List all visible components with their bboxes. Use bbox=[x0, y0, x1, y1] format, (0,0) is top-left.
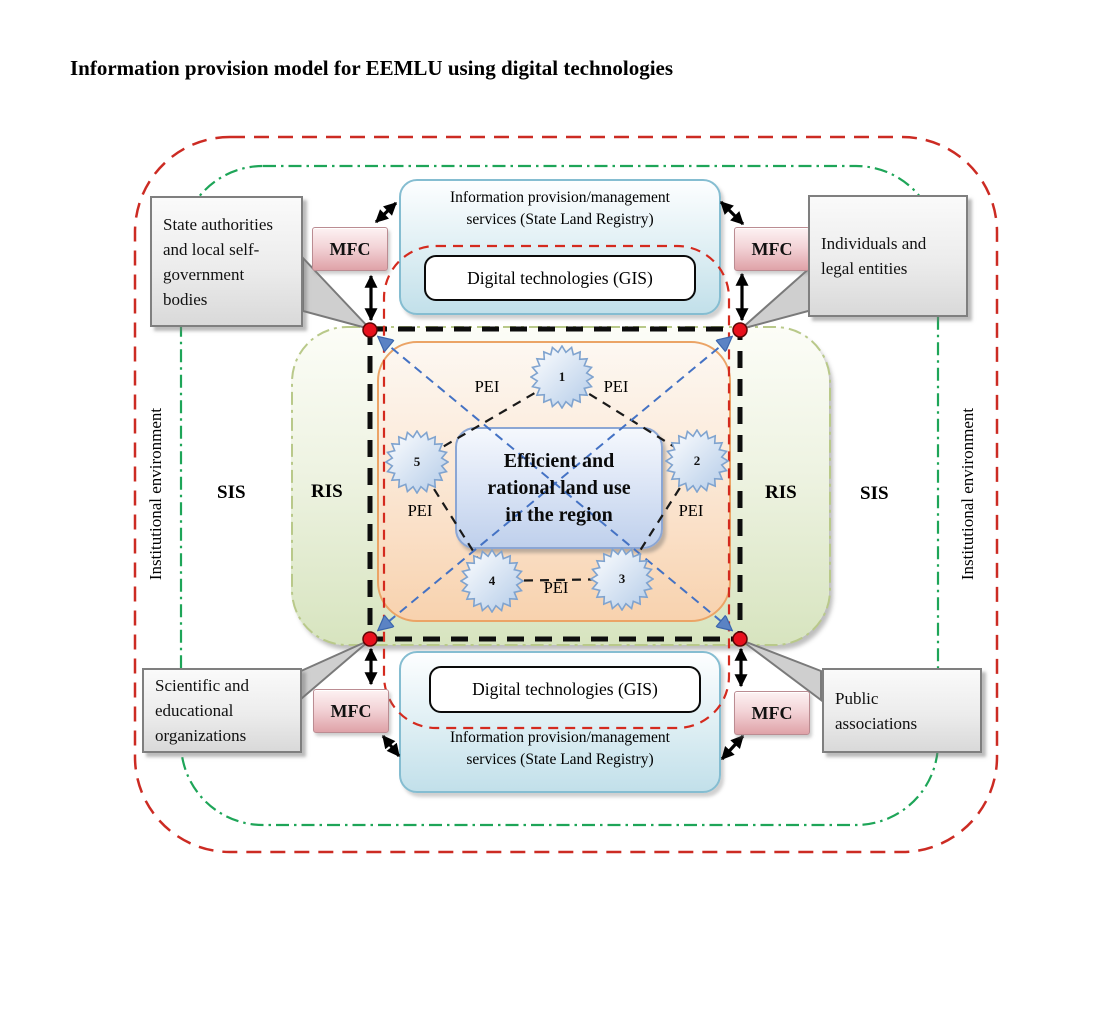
mfc-node-bottom-left: MFC bbox=[313, 689, 389, 733]
mfc-node-bottom-right: MFC bbox=[734, 691, 810, 735]
goal-text: Efficient and rational land use in the r… bbox=[487, 449, 631, 526]
pei-label-top-left: PEI bbox=[474, 377, 500, 396]
callout-scientific-orgs: Scientific and educational organizations bbox=[142, 668, 302, 753]
sis-label-right: SIS bbox=[860, 483, 889, 504]
star-4: 4 bbox=[460, 549, 524, 613]
callout-public-associations: Public associations bbox=[822, 668, 982, 753]
ris-label-left: RIS bbox=[311, 481, 343, 502]
pei-label-bottom: PEI bbox=[543, 578, 569, 597]
top-service-label: Information provision/management service… bbox=[450, 189, 670, 228]
arrow-bottomright-diagonal bbox=[720, 734, 745, 761]
mfc-node-top-left: MFC bbox=[312, 227, 388, 271]
callout-state-authorities: State authorities and local self-governm… bbox=[150, 196, 303, 327]
star-1: 1 bbox=[530, 345, 594, 409]
institutional-environment-label-left: Institutional environment bbox=[146, 407, 165, 581]
arrow-bottomleft-diagonal bbox=[381, 734, 401, 758]
pointer-top-right bbox=[740, 263, 813, 330]
star-2: 2 bbox=[665, 429, 729, 493]
ris-label-right: RIS bbox=[765, 482, 797, 503]
star-3: 3 bbox=[590, 547, 654, 611]
page-title: Information provision model for EEMLU us… bbox=[70, 56, 674, 80]
pei-label-top-right: PEI bbox=[603, 377, 629, 396]
sis-label-left: SIS bbox=[217, 482, 246, 503]
bottom-digital-technologies-box: Digital technologies (GIS) bbox=[429, 666, 701, 713]
pei-label-right: PEI bbox=[678, 501, 704, 520]
mfc-node-top-right: MFC bbox=[734, 227, 810, 271]
institutional-environment-label-right: Institutional environment bbox=[958, 407, 977, 581]
arrow-topright-diagonal bbox=[719, 200, 745, 226]
pei-label-left: PEI bbox=[407, 501, 433, 520]
bottom-service-label: Information provision/management service… bbox=[450, 729, 670, 768]
star-5: 5 bbox=[385, 430, 449, 494]
callout-individuals: Individuals and legal entities bbox=[808, 195, 968, 317]
top-digital-technologies-box: Digital technologies (GIS) bbox=[424, 255, 696, 301]
arrow-topleft-diagonal bbox=[374, 201, 398, 224]
